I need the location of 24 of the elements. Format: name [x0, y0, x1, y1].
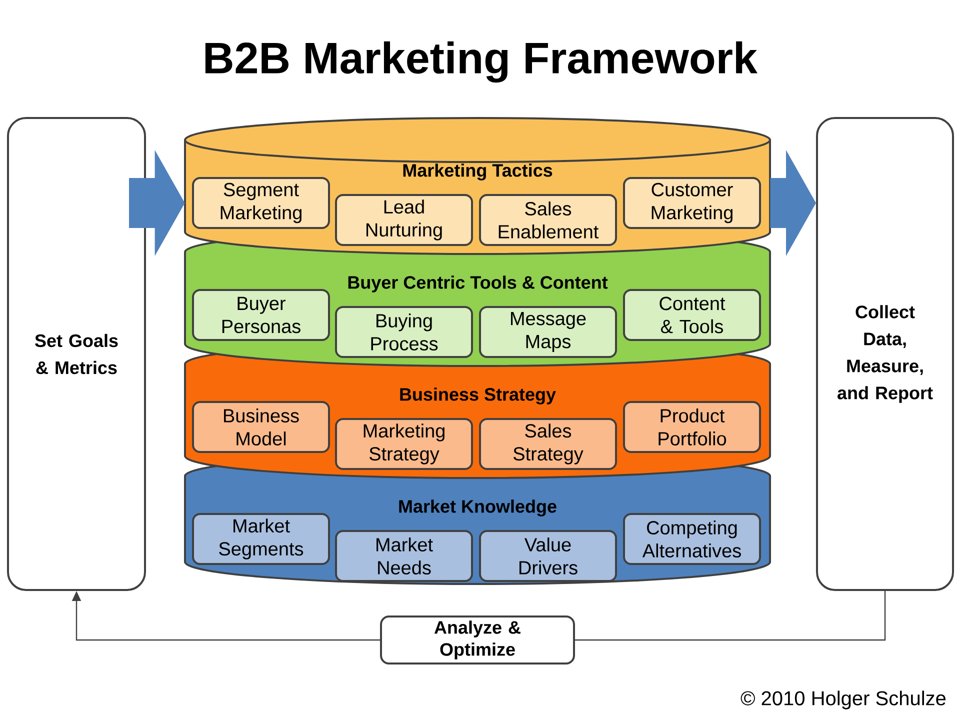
item-box: Content & Tools [623, 289, 762, 341]
item-box: Business Model [192, 401, 330, 453]
item-box: Buying Process [335, 306, 473, 358]
block-arrow [129, 150, 185, 256]
item-box: Message Maps [479, 306, 617, 358]
item-box: Buyer Personas [192, 289, 330, 341]
copyright-note: © 2010 Holger Schulze [740, 690, 946, 710]
title: B2B Marketing Framework [205, 41, 758, 83]
item-box: Customer Marketing [623, 177, 762, 229]
item-box: Market Needs [335, 530, 473, 582]
item-box: Competing Alternatives [623, 513, 762, 565]
block-arrow [770, 150, 816, 256]
item-box: Marketing Strategy [335, 418, 473, 470]
item-box: Market Segments [192, 513, 330, 565]
process-box: Analyze & Optimize [380, 616, 575, 664]
item-box: Lead Nurturing [335, 194, 473, 246]
connector [575, 591, 886, 641]
item-box: Sales Enablement [479, 194, 617, 246]
process-box: Collect Data, Measure, and Report [816, 117, 954, 591]
item-box: Segment Marketing [192, 177, 330, 229]
item-box: Sales Strategy [479, 418, 617, 470]
item-box: Value Drivers [479, 530, 617, 582]
process-box: Set Goals & Metrics [7, 117, 146, 591]
item-box: Product Portfolio [623, 401, 762, 453]
